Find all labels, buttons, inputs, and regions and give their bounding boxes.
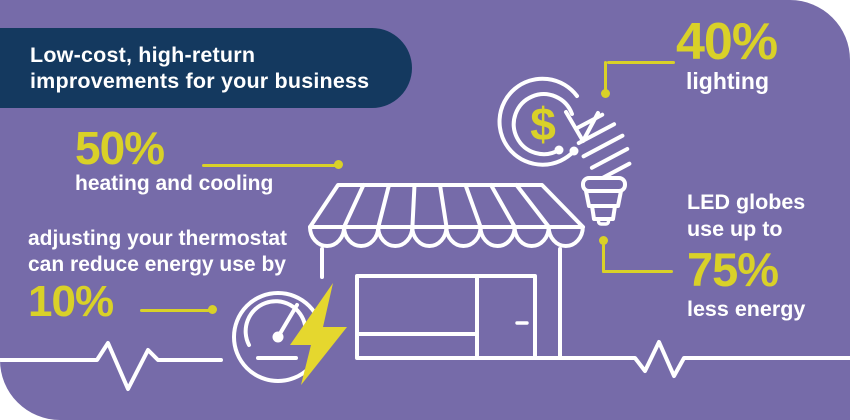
thermostat-line-1: adjusting your thermostat	[28, 227, 288, 250]
dollar-sign: $	[530, 98, 556, 150]
title-line-2: improvements for your business	[30, 69, 370, 93]
thermostat-line-2: can reduce energy use by	[28, 253, 286, 276]
leader-line-thermostat	[140, 309, 210, 312]
title-banner: Low-cost, high-return improvements for y…	[0, 28, 412, 108]
gauge-needle	[276, 303, 299, 339]
lighting-label: lighting	[686, 68, 770, 94]
shop-door	[475, 274, 537, 360]
cfl-bulb-icon	[575, 112, 632, 226]
storefront-icon	[308, 183, 585, 360]
awning-scallops	[308, 225, 585, 248]
leader-dot-lighting	[601, 89, 610, 98]
stat-led: LED globes use up to 75% less energy	[687, 189, 805, 322]
stat-lighting: 40% lighting	[676, 13, 778, 94]
led-value: 75%	[687, 243, 779, 296]
money-cycle-icon: $	[497, 76, 600, 167]
lighting-value: 40%	[676, 13, 778, 71]
leader-line-lighting-v	[604, 61, 607, 92]
leader-line-heating	[202, 164, 336, 167]
heating-value: 50%	[75, 122, 165, 174]
ground-line-right	[533, 340, 850, 378]
heartbeat-line-left	[0, 341, 298, 391]
led-line-1: LED globes	[687, 190, 806, 214]
leader-dot-led	[599, 236, 608, 245]
led-label: less energy	[687, 297, 806, 321]
bulb-base-cap	[581, 176, 627, 193]
stat-heating: 50% heating and cooling	[75, 125, 273, 197]
lightning-bolt-icon	[290, 283, 347, 385]
heating-label: heating and cooling	[75, 172, 274, 195]
led-line-2: use up to	[687, 217, 783, 241]
stat-thermostat: adjusting your thermostat can reduce ene…	[28, 226, 287, 324]
leader-dot-heating	[334, 160, 343, 169]
leader-line-led-v	[602, 244, 605, 273]
leader-dot-thermostat	[208, 305, 217, 314]
leader-line-lighting-h	[607, 61, 675, 64]
thermostat-value: 10%	[28, 277, 114, 326]
title-line-1: Low-cost, high-return	[30, 43, 256, 67]
shop-window	[355, 274, 479, 360]
leader-line-led-h	[602, 270, 673, 273]
bulb-tip	[596, 217, 611, 226]
